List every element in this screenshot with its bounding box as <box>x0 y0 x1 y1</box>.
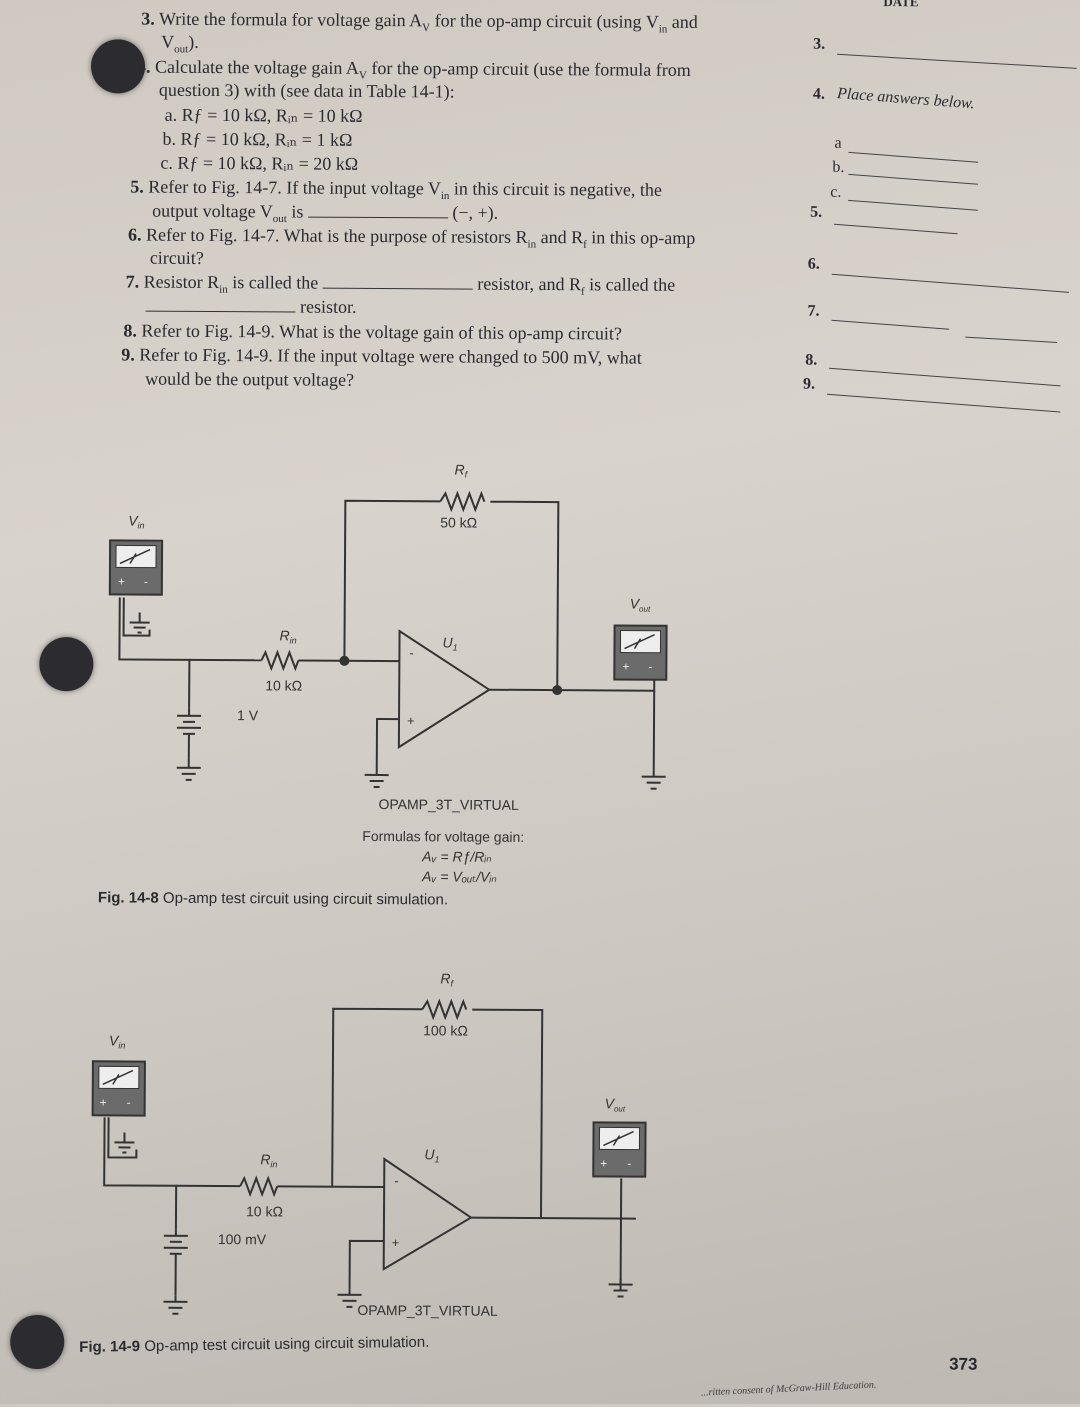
answer-label-7: 7. <box>807 302 820 320</box>
question-4c: c. Rƒ = 10 kΩ, Rᵢₙ = 20 kΩ <box>160 152 359 174</box>
vin-meter-icon-2: + - <box>91 1060 146 1117</box>
svg-text:U1: U1 <box>442 634 457 652</box>
answer-line-7b[interactable] <box>965 336 1058 343</box>
vout-meter-icon-2: + - <box>592 1121 647 1178</box>
answer-line-7a[interactable] <box>831 319 950 330</box>
svg-text:50 kΩ: 50 kΩ <box>440 514 477 530</box>
svg-text:Rf: Rf <box>440 970 454 988</box>
question-6: 6. Refer to Fig. 14-7. What is the purpo… <box>127 224 696 251</box>
svg-text:Aᵥ = Vₒᵤₜ/Vᵢₙ: Aᵥ = Vₒᵤₜ/Vᵢₙ <box>421 868 497 884</box>
svg-text:1 V: 1 V <box>237 707 259 723</box>
svg-text:100 mV: 100 mV <box>218 1231 267 1247</box>
answer-line-4a[interactable] <box>848 151 979 163</box>
answer-blank-q7a[interactable] <box>322 273 473 290</box>
svg-text:Rin: Rin <box>260 1151 277 1169</box>
svg-text:-: - <box>127 1095 131 1109</box>
answer-blank-q5[interactable] <box>307 202 448 219</box>
answer-label-5: 5. <box>810 203 823 221</box>
svg-text:U1: U1 <box>424 1146 439 1164</box>
answer-label-4c: c. <box>830 183 842 201</box>
answer-label-4: 4. <box>812 85 825 103</box>
svg-text:Vin: Vin <box>128 512 144 530</box>
svg-text:OPAMP_3T_VIRTUAL: OPAMP_3T_VIRTUAL <box>378 796 519 813</box>
answer-line-9[interactable] <box>826 393 1061 413</box>
answer-line-4c[interactable] <box>848 199 978 211</box>
svg-text:-: - <box>648 660 652 674</box>
question-7-line2: resistor. <box>145 295 357 318</box>
svg-text:-: - <box>144 575 148 589</box>
svg-text:Rin: Rin <box>279 627 296 645</box>
question-4b: b. Rƒ = 10 kΩ, Rᵢₙ = 1 kΩ <box>162 128 353 150</box>
answer-line-6[interactable] <box>831 273 1070 293</box>
answer-label-8: 8. <box>805 351 818 369</box>
svg-text:+: + <box>622 660 629 674</box>
svg-text:+: + <box>600 1156 607 1170</box>
question-9-line2: would be the output voltage? <box>145 368 355 390</box>
answer-label-4a: a <box>834 134 842 152</box>
copyright-footer: ...ritten consent of McGraw-Hill Educati… <box>700 1379 877 1399</box>
svg-text:Vout: Vout <box>605 1095 626 1113</box>
answer-label-3: 3. <box>813 35 826 53</box>
svg-text:Vout: Vout <box>630 596 651 614</box>
answer-blank-q7b[interactable] <box>145 296 296 313</box>
answer-line-5[interactable] <box>833 223 958 235</box>
answer-label-9: 9. <box>803 375 816 393</box>
answer-label-6: 6. <box>807 255 820 273</box>
question-3: 3. Write the formula for voltage gain AV… <box>141 8 698 36</box>
svg-text:10 kΩ: 10 kΩ <box>265 677 302 693</box>
svg-text:+: + <box>100 1095 107 1109</box>
fig-14-9-caption: Fig. 14-9 Op-amp test circuit using circ… <box>79 1333 430 1356</box>
answer-line-4b[interactable] <box>848 173 978 185</box>
svg-text:+: + <box>392 1235 400 1250</box>
answer-line-8[interactable] <box>829 367 1061 387</box>
vin-meter-icon: + - <box>108 539 164 596</box>
svg-text:10 kΩ: 10 kΩ <box>246 1203 283 1219</box>
date-label: DATE <box>883 0 919 10</box>
svg-text:Rf: Rf <box>455 461 469 479</box>
question-9: 9. Refer to Fig. 14-9. If the input volt… <box>121 344 642 368</box>
question-4-line2: question 3) with (see data in Table 14-1… <box>158 79 455 102</box>
fig-14-8-caption: Fig. 14-8 Op-amp test circuit using circ… <box>97 889 449 909</box>
fig-14-8-circuit: + - + - Rf 50 kΩ Vin Vout Rin 10 kΩ 1 V … <box>108 461 668 885</box>
svg-text:+: + <box>407 713 415 728</box>
question-6-line2: circuit? <box>149 247 204 268</box>
answer-label-4b: b. <box>832 158 845 176</box>
svg-text:-: - <box>627 1157 631 1171</box>
svg-text:-: - <box>394 1173 398 1188</box>
svg-text:-: - <box>409 645 413 660</box>
vout-meter-icon: + - <box>613 624 668 681</box>
question-4a: a. Rƒ = 10 kΩ, Rᵢₙ = 10 kΩ <box>164 104 363 126</box>
fig-14-9-circuit: + - + - Rf 100 kΩ Vin Vout Rin 10 kΩ 100… <box>91 970 647 1319</box>
answer-note-4: Place answers below. <box>836 85 976 113</box>
svg-text:Formulas for voltage gain:: Formulas for voltage gain: <box>362 828 524 845</box>
svg-text:OPAMP_3T_VIRTUAL: OPAMP_3T_VIRTUAL <box>357 1302 498 1319</box>
svg-text:100 kΩ: 100 kΩ <box>423 1022 468 1038</box>
svg-text:Vin: Vin <box>109 1032 125 1050</box>
question-8: 8. Refer to Fig. 14-9. What is the volta… <box>123 320 623 344</box>
page-number: 373 <box>949 1354 978 1374</box>
answer-line-3[interactable] <box>837 53 1077 69</box>
svg-text:+: + <box>118 574 125 588</box>
svg-text:Aᵥ = Rƒ/Rᵢₙ: Aᵥ = Rƒ/Rᵢₙ <box>421 848 492 864</box>
